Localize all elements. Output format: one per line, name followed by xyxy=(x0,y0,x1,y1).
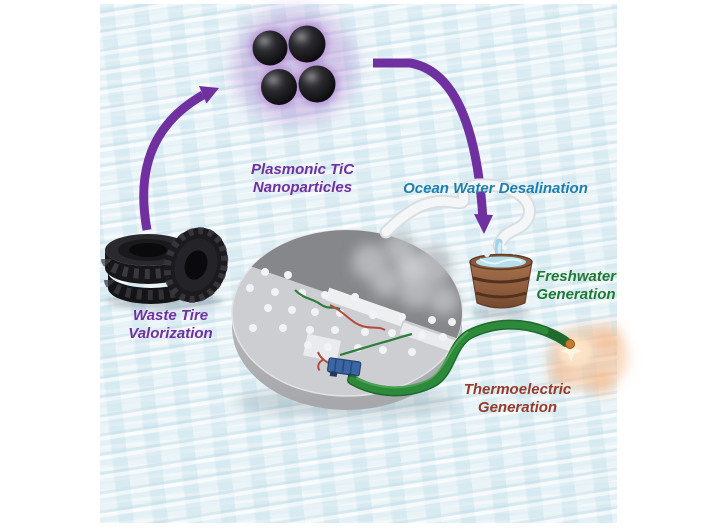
freshwater-line2: Generation xyxy=(536,286,616,303)
waste-tire-line1: Waste Tire xyxy=(132,307,209,324)
thermoelectric-generation-label: Thermoelectric Generation xyxy=(445,381,590,417)
freshwater-generation-label: Freshwater Generation xyxy=(522,268,630,304)
evaporator-disc-icon xyxy=(231,229,463,410)
steam-plume-icon xyxy=(352,232,459,315)
waste-tire-valorization-label: Waste Tire Valorization xyxy=(108,307,233,343)
arrow-tires-to-nanoparticles-icon xyxy=(139,86,219,231)
plasmonic-tic-label: Plasmonic TiC Nanoparticles xyxy=(225,161,380,197)
thermoelectric-module-icon xyxy=(317,357,362,380)
freshwater-line1: Freshwater xyxy=(535,268,617,285)
ocean-water-desalination-label: Ocean Water Desalination xyxy=(403,180,588,197)
plasmonic-tic-line2: Nanoparticles xyxy=(252,179,353,196)
waste-tires-icon xyxy=(101,227,229,310)
plasmonic-tic-line1: Plasmonic TiC xyxy=(250,161,355,178)
wooden-bucket-icon xyxy=(469,245,533,319)
thermoelectric-line1: Thermoelectric xyxy=(463,381,572,398)
tic-nanoparticles-icon xyxy=(232,8,356,124)
green-cable-icon xyxy=(347,319,575,397)
thermoelectric-line2: Generation xyxy=(477,399,558,416)
waste-tire-line2: Valorization xyxy=(128,325,213,342)
